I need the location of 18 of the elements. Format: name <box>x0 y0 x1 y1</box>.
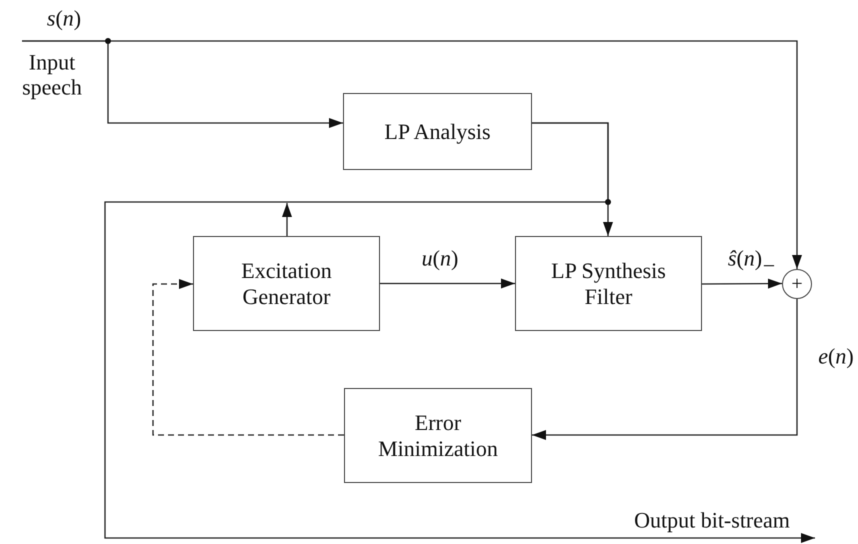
summing-junction <box>782 269 812 299</box>
dashed-arrow <box>152 279 344 436</box>
process-box <box>343 93 532 170</box>
box-label: Excitation Generator <box>240 258 333 309</box>
arrow <box>532 299 798 440</box>
arrow <box>282 203 292 236</box>
process-box <box>515 236 702 331</box>
arrow <box>702 278 782 289</box>
arrow <box>22 40 802 269</box>
process-box <box>193 236 380 331</box>
box-label: Error Minimization <box>377 410 499 461</box>
arrow <box>380 278 515 288</box>
process-box <box>344 388 532 483</box>
box-label: LP Analysis <box>384 118 491 144</box>
plus-sign: + <box>791 274 803 294</box>
box-label: LP Synthesis Filter <box>550 258 667 309</box>
arrow <box>104 122 815 543</box>
sign-label: − <box>762 255 776 277</box>
